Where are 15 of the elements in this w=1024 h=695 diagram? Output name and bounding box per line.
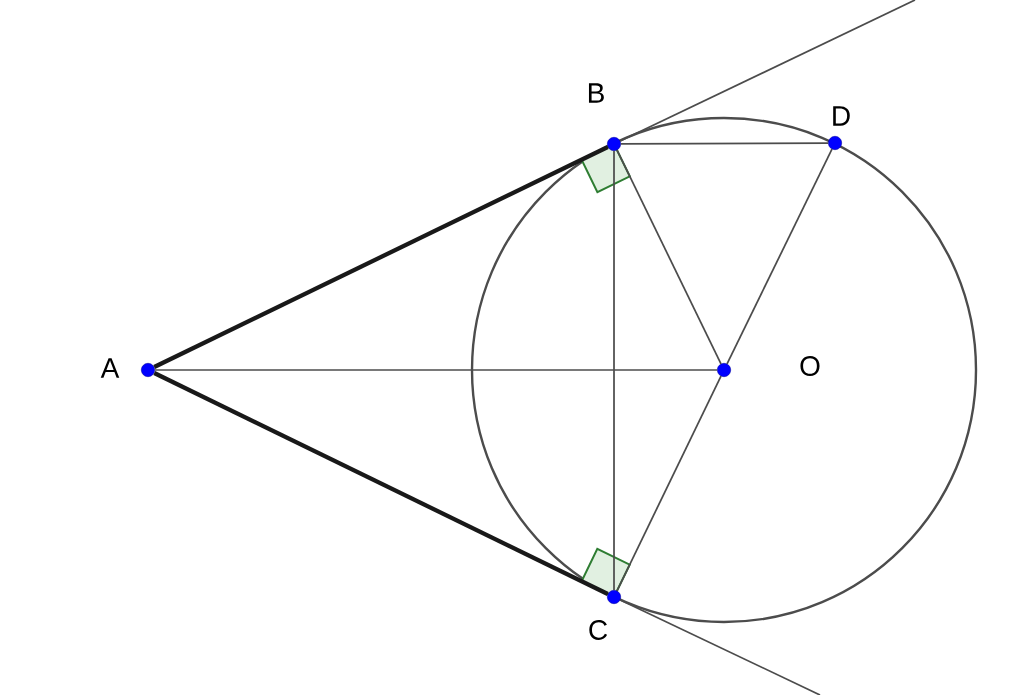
point-label: O [800, 356, 820, 376]
line-segment [154, 369, 718, 371]
line-segment [616, 149, 722, 365]
line-segment [619, 599, 821, 695]
point-label: D [833, 106, 850, 126]
line-segment [616, 375, 722, 592]
line-segment [726, 148, 833, 365]
line-segment [620, 142, 829, 145]
point-label: B [588, 83, 604, 103]
point-label: C [589, 620, 608, 640]
line-segment [613, 150, 615, 591]
line-segment [153, 371, 609, 596]
line-segment [619, 0, 916, 142]
line-segment [153, 145, 609, 369]
point-label: A [100, 358, 120, 378]
